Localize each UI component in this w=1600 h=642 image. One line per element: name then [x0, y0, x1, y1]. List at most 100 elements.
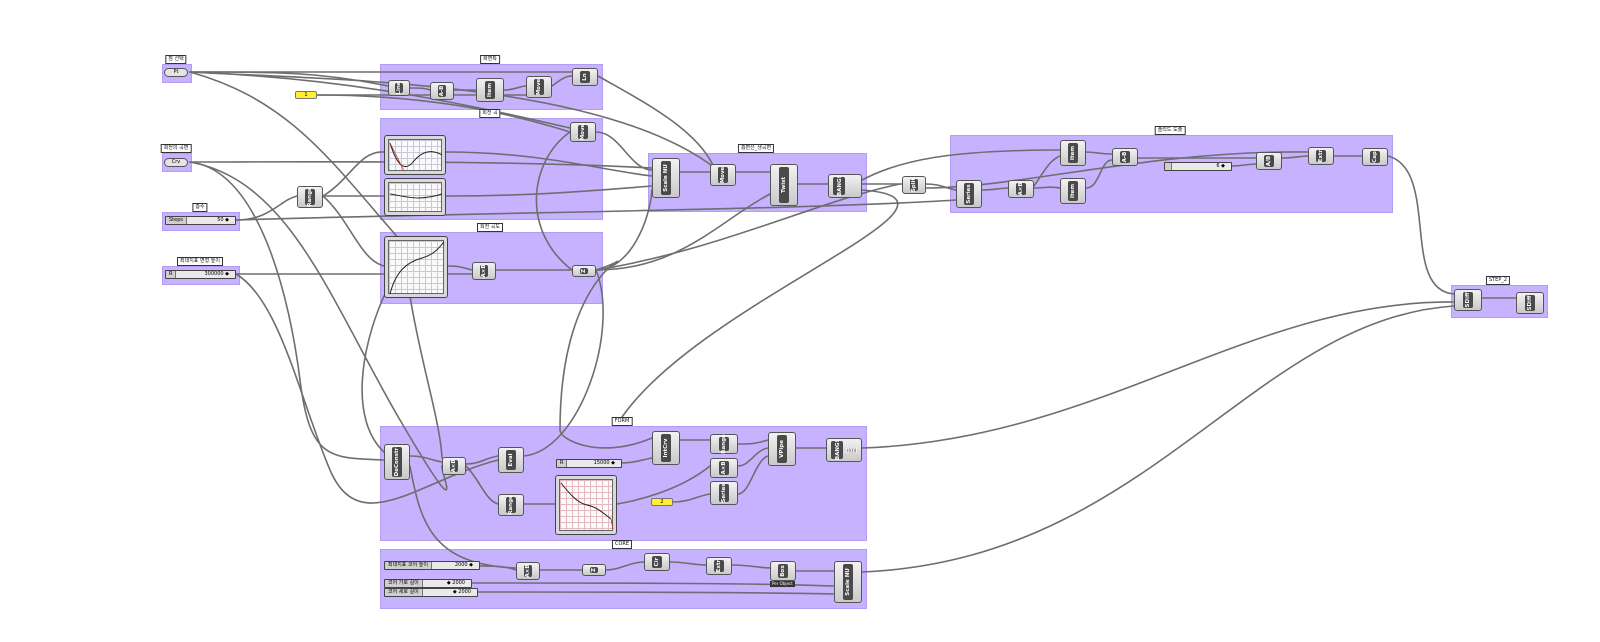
- line-component[interactable]: Line: [388, 80, 410, 96]
- line-component-label: Line: [396, 81, 402, 95]
- multiply-component-3-label: A×B: [451, 459, 457, 473]
- graph-mapper-3[interactable]: [384, 236, 448, 298]
- twist-component[interactable]: Twist: [770, 164, 798, 206]
- move-component-2-label: Move: [580, 123, 586, 141]
- floors-slider[interactable]: Steps 50 ◆: [165, 216, 236, 225]
- core-width-slider-value: ◆ 2000: [446, 580, 465, 586]
- graph-mapper-2[interactable]: [384, 178, 446, 216]
- group-label-circle-select: 회전의 곡면: [160, 144, 192, 153]
- core-depth-slider[interactable]: 코어 세로 길이 ◆ 2000: [384, 588, 478, 597]
- interpolate-curve-component-label: IntCrv: [663, 438, 669, 458]
- series-component-1[interactable]: Series: [956, 180, 982, 208]
- bang-component-1[interactable]: BANG!: [828, 174, 862, 198]
- circle-component-label: Cir: [654, 557, 660, 567]
- yellow-panel-form[interactable]: 2: [651, 498, 673, 506]
- form-radius-slider-value: 15000 ◆: [593, 460, 615, 466]
- multiply-component-4-label: A×B: [721, 461, 727, 475]
- bang-output-caption: ((())): [846, 448, 858, 453]
- box-component[interactable]: Box: [770, 561, 796, 581]
- line-segment-component[interactable]: Ln: [572, 68, 598, 86]
- group-label-curve: 회전 곡도: [477, 223, 503, 232]
- mid-slider[interactable]: 6 ◆: [1164, 162, 1232, 171]
- extrude-component-1-label: Extr: [1318, 149, 1324, 163]
- range-component-1[interactable]: Range: [297, 186, 323, 208]
- subtract-component-2[interactable]: A-B: [1112, 148, 1138, 166]
- curve-param[interactable]: Crv: [164, 158, 188, 167]
- move-component-2[interactable]: Move: [570, 122, 596, 142]
- solid-difference-component-2-label: SDiff: [1527, 295, 1533, 311]
- move-component-1[interactable]: Move: [526, 76, 552, 98]
- divide-component-label: A/B: [1266, 155, 1272, 167]
- deconstruct-component[interactable]: DeConstr: [384, 444, 410, 480]
- bang-component-2-label: BANG!: [835, 439, 841, 461]
- group-label-max-height: 최대지표 변형 높이: [177, 257, 223, 266]
- scale-nu-component-2-label: Scale NU: [845, 568, 851, 596]
- subtract-component-1[interactable]: A-B: [430, 82, 454, 100]
- multiply-component-4[interactable]: A×B: [710, 458, 738, 478]
- graph-mapper-2-curve: [389, 193, 443, 199]
- evaluate-component[interactable]: Eval: [498, 447, 524, 473]
- cap-component-label: Cap: [1372, 151, 1378, 163]
- variable-pipe-component-label: VPipe: [779, 440, 785, 458]
- scale-nu-component-2[interactable]: Scale NU: [834, 561, 862, 603]
- core-depth-slider-label: 코어 세로 길이: [385, 589, 423, 596]
- form-radius-slider[interactable]: R 15000 ◆: [556, 459, 622, 468]
- multiply-component-3[interactable]: A×B: [442, 457, 466, 475]
- circle-component[interactable]: Cir: [644, 553, 670, 571]
- range-component-2[interactable]: Range: [498, 494, 524, 516]
- graph-mapper-form[interactable]: [555, 475, 617, 535]
- core-depth-slider-value: ◆ 2000: [452, 589, 471, 595]
- group-label-hole: 흡변선_생곡면: [737, 144, 775, 153]
- height-slider[interactable]: R 300000 ◆: [165, 270, 236, 279]
- solid-difference-component-1[interactable]: SDiff: [1454, 289, 1482, 311]
- multiply-component-1-label: A×B: [481, 264, 487, 278]
- move-component-3[interactable]: Move: [710, 164, 736, 186]
- series-component-1-label: Series: [966, 184, 972, 204]
- move-component-3-label: Move: [720, 166, 726, 184]
- floors-slider-label: Steps: [166, 217, 187, 224]
- list-item-component-1[interactable]: Item: [476, 78, 504, 102]
- core-height-slider[interactable]: 최대지표 코어 높이 2000 ◆: [384, 561, 480, 570]
- split-component[interactable]: Split: [902, 176, 926, 194]
- interpolate-curve-component[interactable]: IntCrv: [652, 431, 680, 465]
- point-param[interactable]: Pt: [164, 68, 188, 77]
- height-slider-label: R: [166, 271, 177, 278]
- group-label-sweep: 회전 곡: [479, 109, 501, 118]
- series-component-2-label: Series: [721, 483, 727, 503]
- z-vector-component-2[interactable]: Z: [582, 564, 606, 576]
- extrude-component-2[interactable]: Extr: [706, 557, 732, 575]
- divide-component[interactable]: A/B: [1256, 152, 1282, 170]
- series-component-2[interactable]: Series: [710, 481, 738, 505]
- scale-nu-component-1[interactable]: Scale NU: [652, 158, 680, 198]
- group-label-step2: STEP_2: [1485, 276, 1511, 285]
- core-width-slider[interactable]: 코어 가로 길이 ◆ 2000: [384, 579, 472, 588]
- variable-pipe-component[interactable]: VPipe: [768, 432, 796, 466]
- cap-component[interactable]: Cap: [1362, 148, 1388, 166]
- line-segment-component-label: Ln: [582, 73, 588, 81]
- graph-mapper-3-curve: [389, 241, 445, 295]
- bang-component-2[interactable]: BANG! ((())): [826, 438, 862, 462]
- graph-mapper-1[interactable]: [384, 135, 446, 175]
- range-component-1-label: Range: [307, 187, 313, 207]
- multiply-component-5[interactable]: A×B: [516, 562, 540, 580]
- split-component-label: Split: [911, 177, 917, 193]
- multiply-component-2[interactable]: A×B: [1008, 180, 1034, 198]
- height-slider-value: 300000 ◆: [204, 271, 229, 277]
- solid-difference-component-1-label: SDiff: [1465, 292, 1471, 308]
- box-component-label: Box: [780, 565, 786, 577]
- list-item-component-3[interactable]: Item: [1060, 178, 1086, 204]
- graph-mapper-1-curve: [389, 142, 443, 172]
- z-vector-component-1[interactable]: Z: [572, 265, 596, 277]
- yellow-panel-top[interactable]: 1: [295, 91, 317, 99]
- multiply-component-1[interactable]: A×B: [472, 262, 496, 280]
- scale-nu-component-1-label: Scale NU: [663, 164, 669, 192]
- z-vector-component-1-label: Z: [581, 269, 587, 273]
- group-label-form: FORM: [611, 417, 633, 426]
- list-item-component-2[interactable]: Item: [1060, 140, 1086, 166]
- extrude-component-1[interactable]: Extr: [1308, 147, 1334, 165]
- twist-component-label: Twist: [781, 176, 787, 194]
- core-height-slider-label: 최대지표 코어 높이: [385, 562, 432, 569]
- range-component-3[interactable]: Range: [710, 434, 738, 454]
- solid-difference-component-2[interactable]: SDiff: [1516, 292, 1544, 314]
